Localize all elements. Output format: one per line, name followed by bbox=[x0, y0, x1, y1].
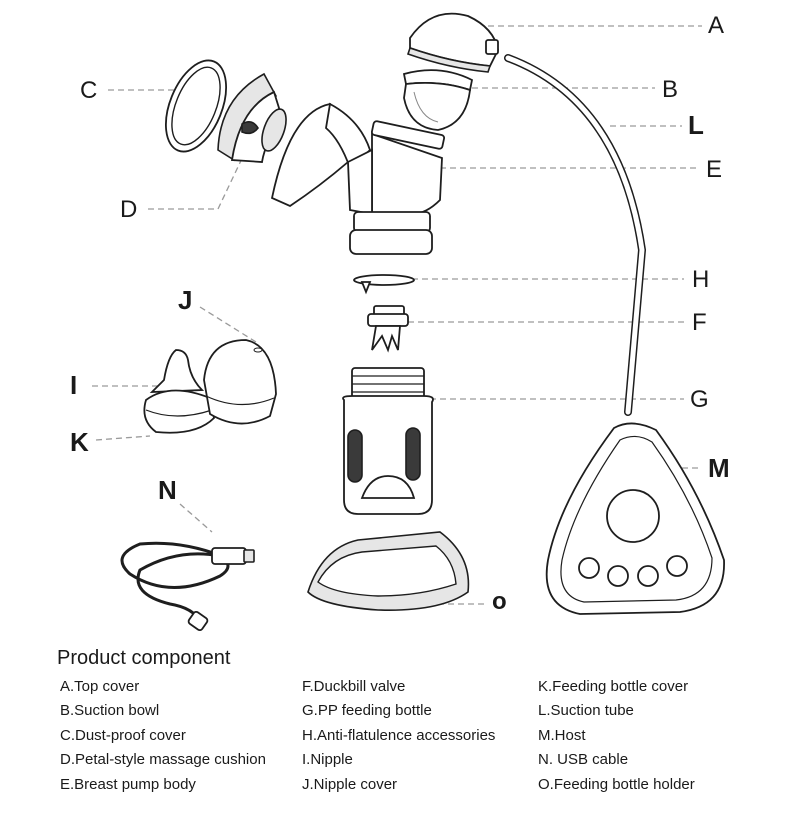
legend-item-top-cover: A.Top cover bbox=[60, 678, 140, 695]
bottle-holder-part bbox=[307, 531, 470, 611]
legend-item-bottle-holder: O.Feeding bottle holder bbox=[538, 775, 695, 793]
legend-item-duckbill-valve: F.Duckbill valve bbox=[302, 678, 406, 695]
callout-l: L bbox=[688, 110, 704, 140]
bottle-cover-part bbox=[143, 389, 215, 434]
callout-d: D bbox=[120, 196, 138, 223]
callout-c: C bbox=[80, 77, 98, 104]
legend-item-feeding-bottle: G.PP feeding bottle bbox=[302, 702, 432, 720]
exploded-view-diagram bbox=[92, 12, 725, 632]
suction-bowl-part bbox=[402, 69, 474, 131]
legend-column-3: K.Feeding bottle cover L.Suction tube M.… bbox=[538, 677, 695, 799]
callout-o: o bbox=[492, 588, 507, 615]
callout-f: F bbox=[692, 309, 707, 336]
legend-item-usb-cable: N. USB cable bbox=[538, 751, 629, 769]
callout-m: M bbox=[708, 453, 730, 483]
massage-cushion-part bbox=[217, 72, 287, 163]
legend-item-host: M.Host bbox=[538, 726, 586, 744]
top-cover-part bbox=[406, 12, 499, 73]
pump-body-part bbox=[270, 102, 446, 255]
legend-title: Product component bbox=[57, 647, 231, 669]
legend-item-dust-proof-cover: C.Dust-proof cover bbox=[60, 726, 186, 744]
legend-item-anti-flatulence: H.Anti-flatulence accessories bbox=[302, 726, 496, 744]
legend-item-pump-body: E.Breast pump body bbox=[60, 775, 196, 793]
anti-flatulence-part bbox=[353, 274, 415, 295]
host-part bbox=[545, 422, 725, 615]
callout-a: A bbox=[708, 12, 725, 39]
feeding-bottle-part bbox=[342, 367, 434, 515]
callout-b: B bbox=[662, 76, 679, 103]
callout-n: N bbox=[158, 475, 177, 505]
callout-h: H bbox=[692, 266, 710, 293]
legend-column-1: A.Top cover B.Suction bowl C.Dust-proof … bbox=[60, 677, 266, 799]
callout-j: J bbox=[178, 285, 193, 315]
nipple-part bbox=[149, 349, 205, 393]
legend-item-nipple-cover: J.Nipple cover bbox=[302, 775, 398, 793]
callout-e: E bbox=[706, 156, 723, 183]
callout-k: K bbox=[70, 427, 89, 457]
suction-tube-part bbox=[504, 54, 647, 416]
legend-column-2: F.Duckbill valve G.PP feeding bottle H.A… bbox=[302, 677, 495, 799]
usb-cable-part bbox=[120, 541, 255, 632]
nipple-cover-part bbox=[203, 339, 277, 425]
duckbill-valve-part bbox=[367, 305, 409, 353]
legend-item-nipple: I.Nipple bbox=[302, 751, 353, 769]
legend-item-bottle-cover: K.Feeding bottle cover bbox=[538, 678, 689, 695]
legend-item-massage-cushion: D.Petal-style massage cushion bbox=[60, 751, 266, 769]
dust-proof-cover-part bbox=[165, 59, 227, 153]
callout-i: I bbox=[70, 370, 78, 400]
callout-g: G bbox=[690, 386, 709, 413]
legend-item-suction-tube: L.Suction tube bbox=[538, 702, 634, 720]
legend-item-suction-bowl: B.Suction bowl bbox=[60, 702, 160, 720]
